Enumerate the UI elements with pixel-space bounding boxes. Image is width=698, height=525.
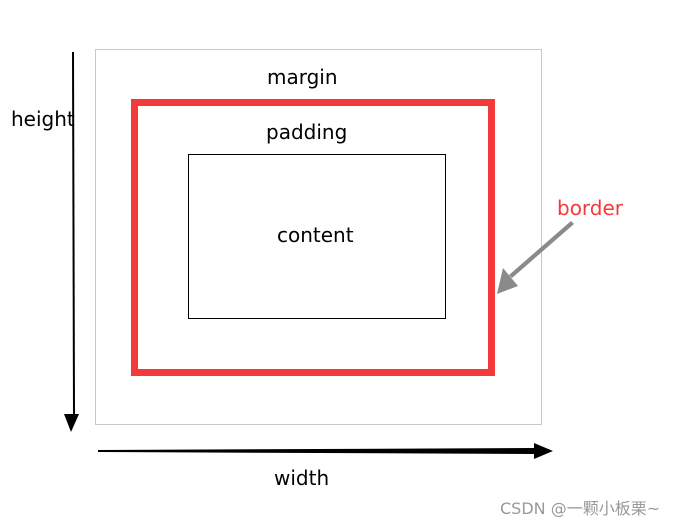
height-arrow <box>64 52 79 432</box>
padding-label: padding <box>266 120 348 144</box>
margin-label: margin <box>267 65 338 89</box>
width-arrow <box>98 443 553 459</box>
border-box <box>131 99 495 376</box>
width-label: width <box>274 466 330 490</box>
content-label: content <box>277 223 354 247</box>
height-label: height <box>11 107 75 131</box>
content-box <box>188 154 446 319</box>
border-pointer-arrow <box>497 221 574 294</box>
border-label: border <box>557 196 624 220</box>
margin-box <box>95 49 542 425</box>
watermark: CSDN @一颗小板栗~ <box>500 499 661 518</box>
